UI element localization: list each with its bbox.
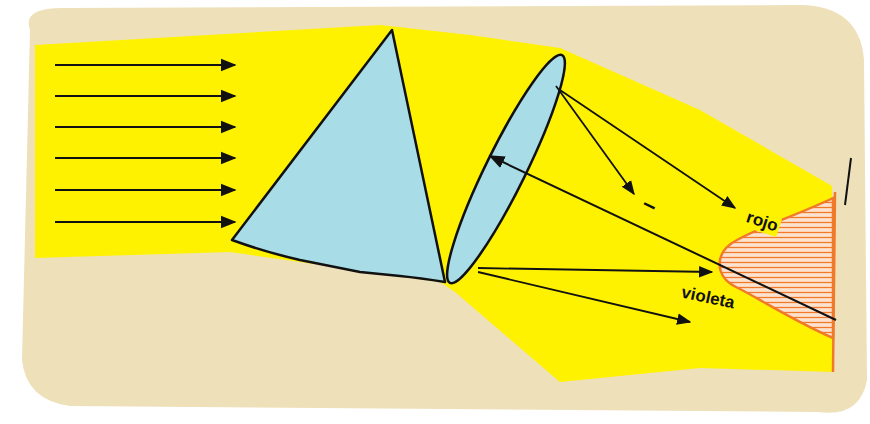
color-label: violeta: [678, 283, 738, 313]
paper-ground: [22, 5, 867, 413]
incident-rays: [55, 65, 235, 222]
lens: [432, 46, 580, 292]
prism: [232, 30, 445, 282]
intensity-curve: [720, 198, 833, 338]
optical-axis: [490, 156, 836, 320]
light-beam: [35, 25, 834, 382]
screen-orange: [833, 192, 835, 372]
color-label: rojo: [742, 208, 782, 237]
screen: [845, 158, 851, 205]
intensity-symbol: I: [640, 198, 661, 214]
